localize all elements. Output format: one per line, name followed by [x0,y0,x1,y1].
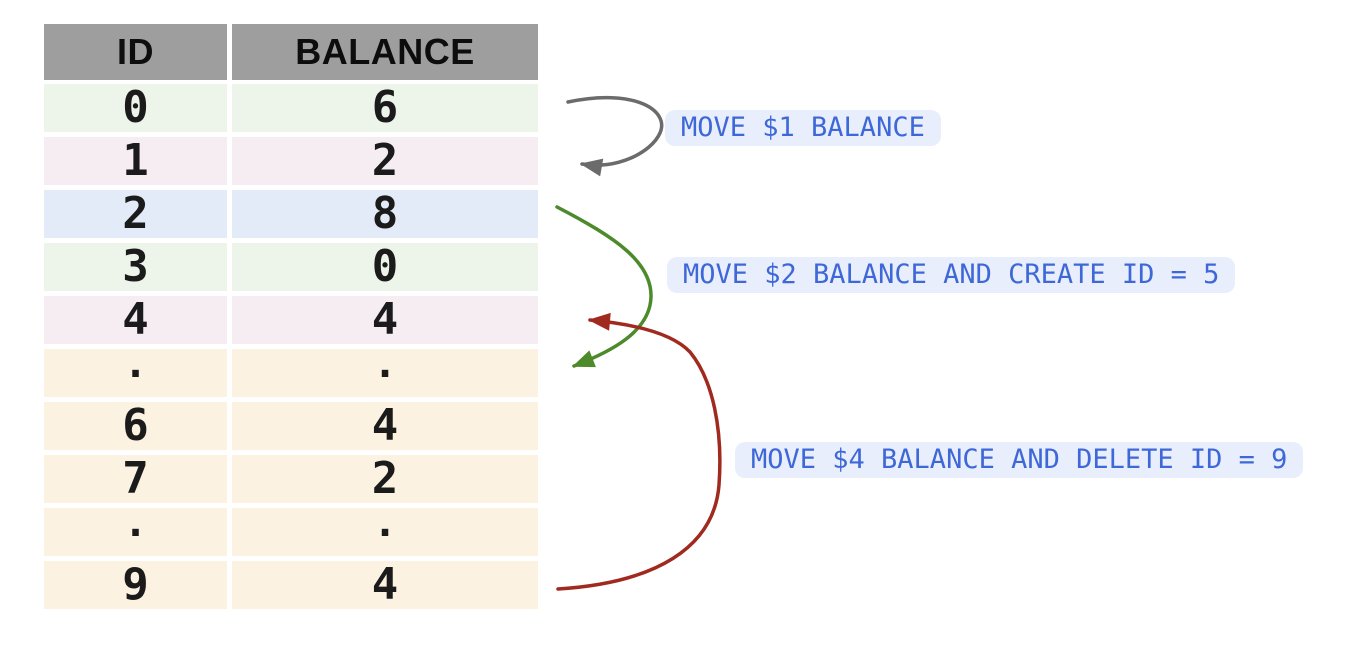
table-row-ellipsis: . . [44,341,538,397]
cell-id: 7 [44,455,227,503]
table-row-ellipsis: . . [44,500,538,556]
cell-id: 6 [44,402,227,450]
table-row: 6 4 [44,402,538,450]
move-2-arrow [555,205,653,368]
balance-table: ID BALANCE 0 6 1 2 2 8 3 0 4 4 . . 6 4 [44,24,538,614]
table-row: 7 2 [44,455,538,503]
cell-id: 4 [44,296,227,344]
cell-balance: 4 [232,402,538,450]
cell-balance: 2 [232,137,538,185]
cell-id: 1 [44,137,227,185]
cell-balance: 4 [232,561,538,609]
table-row: 3 0 [44,243,538,291]
table-header-row: ID BALANCE [44,24,538,80]
cell-balance: . [232,500,538,556]
annotation-move-1-balance: MOVE $1 BALANCE [665,110,941,146]
table-row: 9 4 [44,561,538,609]
cell-balance: 8 [232,190,538,238]
cell-balance: . [232,341,538,397]
table-row: 2 8 [44,190,538,238]
header-cell-balance: BALANCE [232,24,538,80]
cell-balance: 4 [232,296,538,344]
cell-balance: 2 [232,455,538,503]
cell-id: 3 [44,243,227,291]
cell-id: . [44,500,227,556]
move-4-arrow [556,312,722,591]
cell-balance: 6 [232,84,538,132]
header-cell-id: ID [44,24,227,80]
annotation-move-2-balance-create: MOVE $2 BALANCE AND CREATE ID = 5 [667,257,1236,293]
annotation-move-4-balance-delete: MOVE $4 BALANCE AND DELETE ID = 9 [735,442,1304,478]
cell-id: 2 [44,190,227,238]
cell-id: . [44,341,227,397]
table-row: 4 4 [44,296,538,344]
table-row: 1 2 [44,137,538,185]
cell-id: 9 [44,561,227,609]
table-row: 0 6 [44,84,538,132]
cell-id: 0 [44,84,227,132]
cell-balance: 0 [232,243,538,291]
move-1-arrow [566,95,664,177]
